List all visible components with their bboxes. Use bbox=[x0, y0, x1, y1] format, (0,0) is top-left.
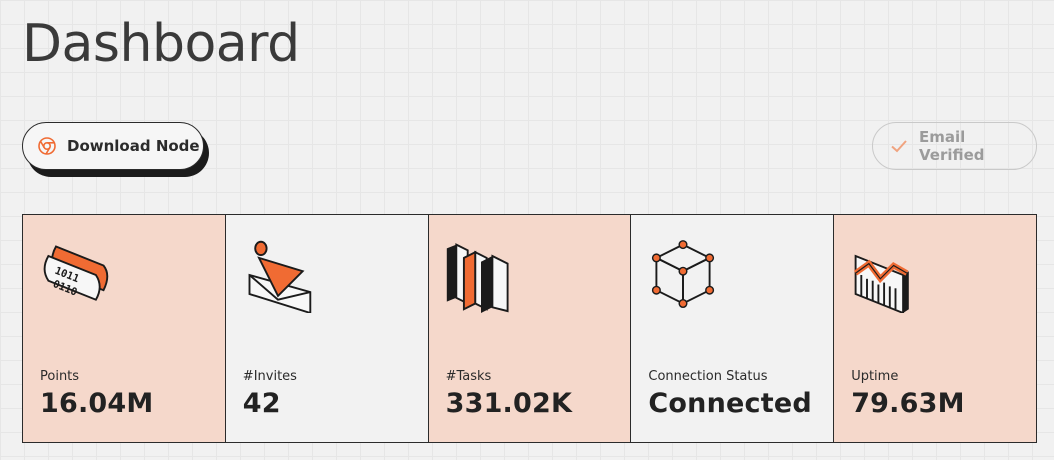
stat-card-points: 1011 0110 Points 16.04M bbox=[23, 215, 226, 442]
stat-card-tasks: #Tasks 331.02K bbox=[428, 215, 632, 442]
check-icon bbox=[891, 140, 907, 153]
download-node-button-wrapper: Download Node bbox=[22, 122, 210, 178]
email-verified-label: Email Verified bbox=[919, 128, 985, 164]
stat-value: Connected bbox=[648, 388, 812, 419]
uptime-chart-icon bbox=[854, 254, 909, 313]
stat-value: 42 bbox=[242, 388, 281, 419]
page-title: Dashboard bbox=[22, 14, 300, 74]
stat-card-invites: #Invites 42 bbox=[225, 215, 429, 442]
stat-label: #Invites bbox=[242, 369, 297, 384]
stat-card-connection: Connection Status Connected bbox=[631, 215, 835, 442]
stat-value: 16.04M bbox=[40, 388, 154, 419]
envelope-icon bbox=[248, 240, 312, 313]
stat-value: 331.02K bbox=[445, 388, 573, 419]
binary-chip-icon: 1011 0110 bbox=[43, 245, 109, 301]
chrome-icon bbox=[38, 137, 56, 155]
download-node-button[interactable]: Download Node bbox=[22, 122, 204, 170]
stat-label: #Tasks bbox=[445, 369, 492, 384]
stat-label: Points bbox=[40, 369, 80, 384]
books-icon bbox=[446, 243, 509, 313]
stats-cards: 1011 0110 Points 16.04M #Invites 42 #Tas… bbox=[22, 214, 1037, 443]
email-verified-badge: Email Verified bbox=[872, 122, 1037, 170]
download-node-label: Download Node bbox=[67, 137, 200, 155]
stat-label: Uptime bbox=[851, 369, 899, 384]
cube-network-icon bbox=[652, 240, 715, 309]
stat-value: 79.63M bbox=[851, 388, 965, 419]
stat-label: Connection Status bbox=[648, 369, 768, 384]
stat-card-uptime: Uptime 79.63M bbox=[834, 215, 1036, 442]
